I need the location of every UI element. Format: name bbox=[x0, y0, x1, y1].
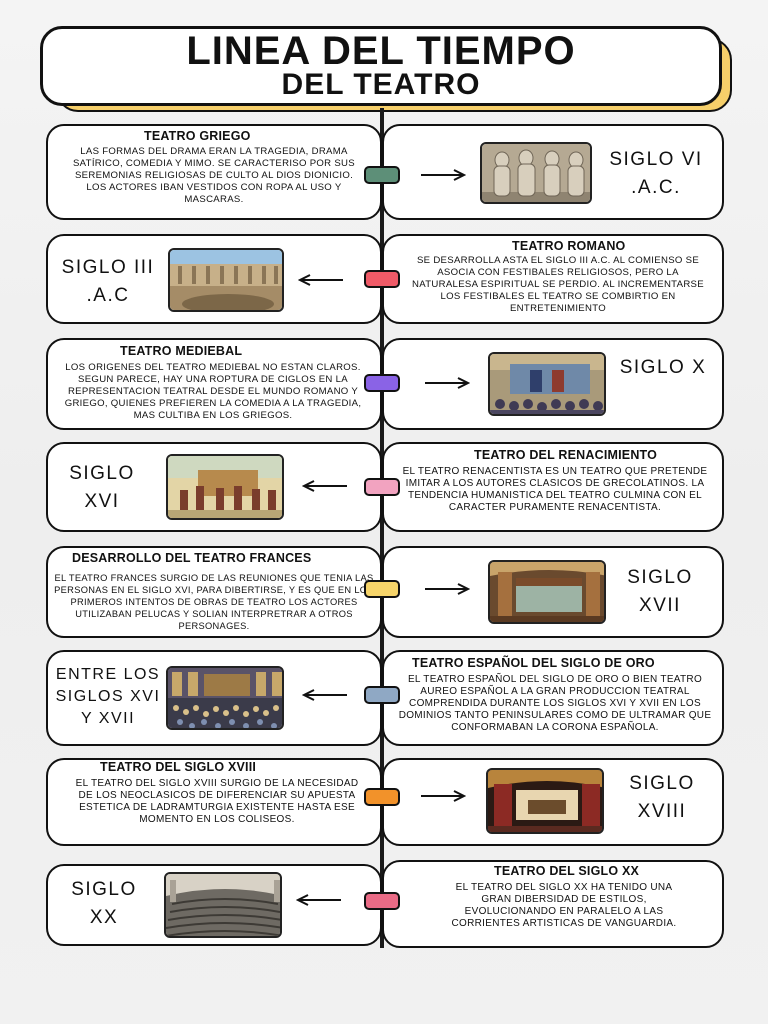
period-description: EL TEATRO RENACENTISTA ES UN TEATRO QUE … bbox=[402, 466, 708, 513]
text-card: TEATRO MEDIEBAL LOS ORIGENES DEL TEATRO … bbox=[46, 338, 382, 430]
text-card: TEATRO DEL RENACIMIENTO EL TEATRO RENACE… bbox=[382, 442, 724, 532]
image-roman-theatre bbox=[168, 248, 284, 312]
title-line-1: LINEA DEL TIEMPO bbox=[186, 29, 576, 73]
image-medieval-stage bbox=[488, 352, 606, 416]
image-corral-de-comedias bbox=[166, 666, 284, 730]
period-heading: TEATRO ESPAÑOL DEL SIGLO DE ORO bbox=[412, 656, 655, 670]
timeline-node bbox=[364, 478, 400, 496]
period-heading: TEATRO DEL RENACIMIENTO bbox=[474, 448, 658, 462]
period-heading: TEATRO DEL SIGLO XX bbox=[494, 864, 640, 878]
image-greek-relief bbox=[480, 142, 592, 204]
arrow-left-icon bbox=[296, 893, 342, 907]
date-card: ENTRE LOS SIGLOS XVI Y XVII bbox=[46, 650, 382, 746]
arrow-left-icon bbox=[298, 273, 344, 287]
period-century: SIGLO VI .A.C. bbox=[609, 149, 703, 198]
period-description: EL TEATRO DEL SIGLO XX HA TENIDO UNA GRA… bbox=[451, 882, 677, 929]
period-description: EL TEATRO DEL SIGLO XVIII SURGIO DE LA N… bbox=[75, 778, 359, 825]
timeline-node bbox=[364, 580, 400, 598]
arrow-right-icon bbox=[420, 789, 466, 803]
title-line-2: DEL TEATRO bbox=[281, 68, 481, 101]
date-card: SIGLO XVII bbox=[382, 546, 724, 638]
date-card: SIGLO XVIII bbox=[382, 758, 724, 846]
arrow-left-icon bbox=[302, 479, 348, 493]
period-description: LOS ORIGENES DEL TEATRO MEDIEBAL NO ESTA… bbox=[64, 362, 362, 421]
arrow-right-icon bbox=[424, 582, 470, 596]
text-card: TEATRO GRIEGO LAS FORMAS DEL DRAMA ERAN … bbox=[46, 124, 382, 220]
title-banner: LINEA DEL TIEMPO DEL TEATRO bbox=[40, 26, 722, 106]
period-century: SIGLO III .A.C bbox=[61, 257, 155, 306]
text-card: TEATRO ROMANO SE DESARROLLA ASTA EL SIGL… bbox=[382, 234, 724, 324]
date-card: SIGLO VI .A.C. bbox=[382, 124, 724, 220]
text-card: DESARROLLO DEL TEATRO FRANCES EL TEATRO … bbox=[46, 546, 382, 638]
timeline-node bbox=[364, 374, 400, 392]
period-description: EL TEATRO FRANCES SURGIO DE LAS REUNIONE… bbox=[54, 573, 374, 631]
image-18th-century-stage bbox=[486, 768, 604, 834]
timeline-spine bbox=[380, 108, 384, 948]
text-card: TEATRO ESPAÑOL DEL SIGLO DE ORO EL TEATR… bbox=[382, 650, 724, 746]
period-century: SIGLO XVI bbox=[69, 463, 135, 512]
period-century: SIGLO XVIII bbox=[629, 773, 695, 822]
period-heading: TEATRO ROMANO bbox=[512, 239, 626, 253]
period-description: LAS FORMAS DEL DRAMA ERAN LA TRAGEDIA, D… bbox=[72, 146, 355, 205]
period-century: ENTRE LOS SIGLOS XVI Y XVII bbox=[55, 666, 161, 727]
timeline-node bbox=[364, 686, 400, 704]
period-heading: TEATRO DEL SIGLO XVIII bbox=[100, 760, 257, 774]
image-renaissance-painting bbox=[166, 454, 284, 520]
period-century: SIGLO XX bbox=[71, 879, 137, 928]
period-century: SIGLO X bbox=[619, 357, 707, 378]
arrow-right-icon bbox=[424, 376, 470, 390]
timeline-node bbox=[364, 270, 400, 288]
timeline-node bbox=[364, 166, 400, 184]
arrow-left-icon bbox=[302, 688, 348, 702]
period-heading: TEATRO GRIEGO bbox=[144, 129, 251, 143]
timeline-node bbox=[364, 892, 400, 910]
text-card: TEATRO DEL SIGLO XVIII EL TEATRO DEL SIG… bbox=[46, 758, 382, 846]
period-description: SE DESARROLLA ASTA EL SIGLO III A.C. AL … bbox=[412, 255, 704, 314]
arrow-right-icon bbox=[420, 168, 466, 182]
period-century: SIGLO XVII bbox=[627, 567, 693, 616]
period-heading: DESARROLLO DEL TEATRO FRANCES bbox=[72, 551, 312, 565]
period-heading: TEATRO MEDIEBAL bbox=[120, 344, 243, 358]
timeline-node bbox=[364, 788, 400, 806]
text-card: TEATRO DEL SIGLO XX EL TEATRO DEL SIGLO … bbox=[382, 860, 724, 948]
image-20th-century-auditorium bbox=[164, 872, 282, 938]
date-card: SIGLO XX bbox=[46, 864, 382, 946]
image-french-theatre bbox=[488, 560, 606, 624]
period-description: EL TEATRO ESPAÑOL DEL SIGLO DE ORO O BIE… bbox=[398, 674, 712, 733]
